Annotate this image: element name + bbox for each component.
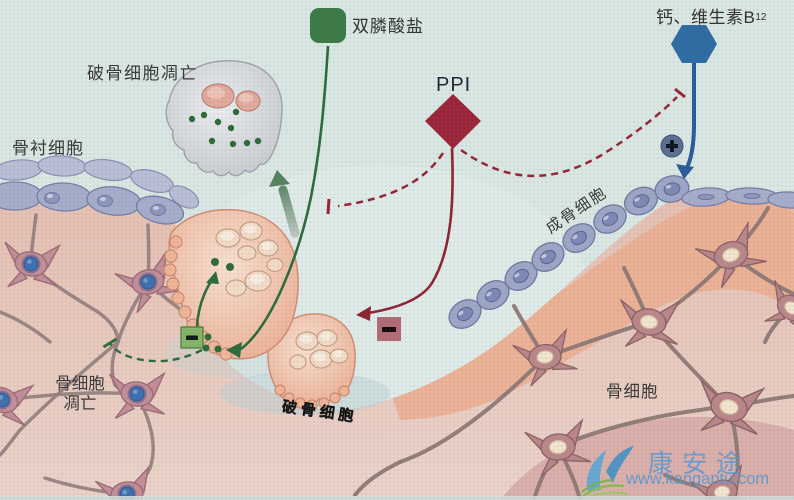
thick-up-arrow bbox=[269, 170, 300, 238]
ppi-osteoclast-arrow bbox=[361, 147, 454, 316]
osteoblast-row bbox=[443, 172, 794, 335]
legend-icons bbox=[180, 8, 717, 353]
label-bisphosphonate: 双膦酸盐 bbox=[352, 17, 424, 36]
osteoclast-cell-lower bbox=[267, 313, 356, 411]
bisphosphonate-icon bbox=[310, 8, 346, 43]
bottom-strip bbox=[0, 496, 794, 500]
bisphosphonate-arrowhead bbox=[226, 342, 242, 358]
osteocyte-signal-dashed bbox=[108, 342, 203, 363]
ppi-dashed-left bbox=[337, 152, 445, 208]
watermark-brand: 康安途 bbox=[648, 450, 751, 478]
label-osteocyte-apoptosis-line2: 凋亡 bbox=[63, 394, 97, 413]
ppi-icon bbox=[425, 94, 481, 149]
label-osteoclast-apoptosis: 破骨细胞凋亡 bbox=[87, 64, 198, 83]
label-osteocytes: 骨细胞 bbox=[606, 383, 659, 401]
label-osteocyte-apoptosis-line1: 骨细胞 bbox=[55, 375, 105, 393]
osteoclast-inhibit-arrow bbox=[195, 279, 214, 331]
label-calcium-subscript: 12 bbox=[755, 12, 767, 23]
bone-lining-cells bbox=[0, 155, 200, 225]
label-calcium-vitamin-b12: 钙、维生素B 12 bbox=[656, 3, 766, 28]
red-minus-icon bbox=[377, 317, 401, 341]
label-calcium-main: 钙、维生素B bbox=[656, 8, 756, 27]
red-tbar-left bbox=[326, 198, 331, 215]
green-inhibit-tbar bbox=[102, 337, 118, 349]
bone-deep-band bbox=[390, 198, 794, 420]
green-minus-icon bbox=[180, 326, 204, 349]
calcium-b12-icon bbox=[671, 25, 717, 63]
apoptotic-osteoclast bbox=[165, 60, 283, 177]
watermark-url: www.kangantu.com bbox=[626, 470, 770, 488]
ppi-dashed-right bbox=[460, 96, 678, 178]
label-osteocyte-apoptosis: 骨细胞 凋亡 bbox=[45, 375, 115, 415]
pathway-arrows bbox=[102, 45, 696, 363]
osteocyte-network-left bbox=[0, 213, 198, 500]
signal-dots bbox=[202, 258, 234, 353]
red-tbar-right bbox=[674, 87, 686, 99]
label-bone-lining-cells: 骨衬细胞 bbox=[12, 139, 84, 158]
bisphosphonate-arrow bbox=[240, 45, 330, 351]
plus-circle-icon bbox=[660, 134, 684, 158]
label-ppi: PPI bbox=[436, 74, 472, 96]
